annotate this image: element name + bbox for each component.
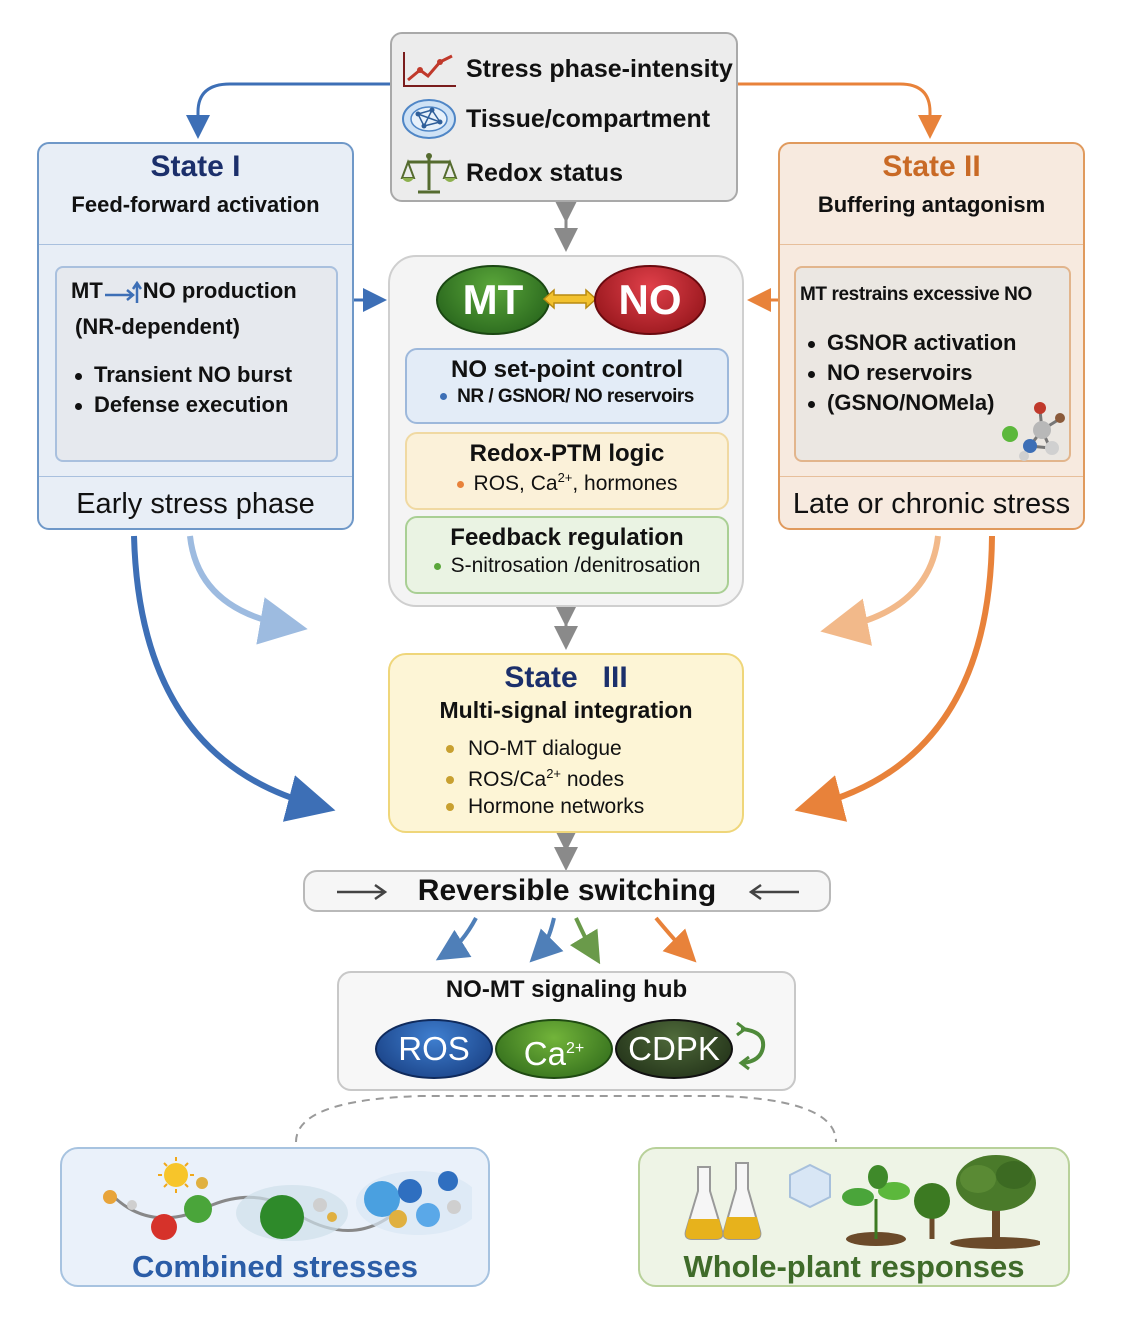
seedling-icon bbox=[842, 1165, 910, 1246]
state2-bullet-1: GSNOR activation bbox=[808, 330, 1016, 356]
no-oval: NO bbox=[594, 265, 706, 335]
line-chart-icon bbox=[403, 52, 456, 87]
flask-icon bbox=[684, 1162, 762, 1240]
setpoint-title: NO set-point control bbox=[451, 356, 683, 383]
arrow-left-icon bbox=[748, 883, 799, 901]
balance-scale-icon bbox=[400, 153, 458, 194]
molecular-network-illustration bbox=[103, 1157, 472, 1241]
state1-divider-top bbox=[39, 244, 352, 245]
feedback-title: Feedback regulation bbox=[450, 524, 684, 551]
state1-divider-bottom bbox=[39, 476, 352, 477]
state1-subtitle: Feed-forward activation bbox=[71, 192, 320, 217]
state1-title: State I bbox=[150, 150, 241, 183]
arrow-switch-hub-3 bbox=[569, 917, 601, 965]
context-label-tissue: Tissue/compartment bbox=[466, 104, 711, 133]
state2-subtitle: Buffering antagonism bbox=[817, 192, 1046, 217]
state3-item-1: NO-MT dialogue bbox=[446, 737, 622, 761]
arrow-switch-hub-2 bbox=[529, 917, 564, 963]
bidirectional-arrow-icon bbox=[542, 288, 598, 310]
whole-plant-label: Whole-plant responses bbox=[683, 1249, 1025, 1284]
state1-bullet-1: Transient NO burst bbox=[75, 362, 292, 388]
context-item-redox: Redox status bbox=[400, 150, 623, 196]
whole-plant-box: Whole-plant responses bbox=[638, 1147, 1070, 1287]
state2-footer: Late or chronic stress bbox=[792, 488, 1071, 520]
hub-title: NO-MT signaling hub bbox=[445, 976, 688, 1003]
plant-illustration bbox=[684, 1155, 1040, 1249]
feedback-text: S-nitrosation /denitrosation bbox=[407, 554, 727, 578]
center-box-feedback: Feedback regulation S-nitrosation /denit… bbox=[405, 516, 729, 594]
arrow-state2-to-center-light bbox=[820, 535, 941, 646]
state2-inner-box: MT restrains excessive NO GSNOR activati… bbox=[794, 266, 1071, 462]
sun-icon bbox=[158, 1157, 194, 1193]
state2-divider-bottom bbox=[780, 476, 1083, 477]
center-box-redox: Redox-PTM logic ROS, Ca2+, hormones bbox=[405, 432, 729, 510]
setpoint-text: NR / GSNOR/ NO reservoirs bbox=[407, 386, 727, 408]
state2-box: State II Buffering antagonism MT restrai… bbox=[778, 142, 1085, 530]
context-box: Stress phase-intensity Tissue/compartmen… bbox=[390, 32, 738, 202]
context-label-redox: Redox status bbox=[466, 158, 623, 187]
arrow-state1-to-center-light bbox=[187, 535, 308, 645]
context-item-stress: Stress phase-intensity bbox=[400, 48, 733, 90]
dashed-hub-connector bbox=[295, 1095, 837, 1143]
state1-line2: (NR-dependent) bbox=[75, 314, 240, 339]
ros-pill: ROS bbox=[375, 1019, 493, 1079]
center-box-setpoint: NO set-point control NR / GSNOR/ NO rese… bbox=[405, 348, 729, 424]
cdpk-pill: CDPK bbox=[615, 1019, 733, 1079]
redox-title: Redox-PTM logic bbox=[469, 440, 665, 467]
context-item-tissue: Tissue/compartment bbox=[400, 98, 710, 140]
state1-no-production: NO production bbox=[142, 278, 297, 303]
cycle-arrow-icon bbox=[736, 1021, 766, 1071]
arrow-up-icon bbox=[104, 280, 142, 304]
ca-pill: Ca2+ bbox=[495, 1019, 613, 1079]
state3-title: State III bbox=[504, 661, 628, 694]
state2-line1: MT restrains excessive NO bbox=[800, 284, 1032, 305]
redox-text: ROS, Ca2+, hormones bbox=[407, 470, 727, 496]
state2-divider-top bbox=[780, 244, 1083, 245]
arrow-context-to-state1 bbox=[186, 82, 390, 139]
context-label-stress: Stress phase-intensity bbox=[466, 54, 733, 83]
state1-mt-label: MT bbox=[71, 278, 103, 303]
combined-stresses-label: Combined stresses bbox=[132, 1249, 418, 1284]
arrow-switch-hub-4 bbox=[654, 916, 697, 963]
switching-label: Reversible switching bbox=[417, 874, 717, 907]
state1-footer: Early stress phase bbox=[76, 488, 315, 520]
state3-subtitle: Multi-signal integration bbox=[439, 697, 693, 723]
combined-stresses-box: Combined stresses bbox=[60, 1147, 490, 1287]
tree-icon bbox=[914, 1155, 1040, 1249]
signaling-hub-box: NO-MT signaling hub ROS Ca2+ CDPK bbox=[337, 971, 796, 1091]
state1-inner-box: MT NO production (NR-dependent) Transient… bbox=[55, 266, 338, 462]
state1-line1: MT NO production bbox=[71, 278, 297, 304]
arrow-context-to-state2 bbox=[738, 82, 942, 139]
state1-bullet-2: Defense execution bbox=[75, 392, 288, 418]
state2-title: State II bbox=[882, 150, 981, 183]
arrow-switch-hub-1 bbox=[435, 917, 478, 961]
arrow-state2-to-state3 bbox=[794, 535, 995, 822]
arrow-right-icon bbox=[337, 883, 388, 901]
reversible-switching-bar: Reversible switching bbox=[303, 870, 831, 912]
cell-network-icon bbox=[402, 99, 456, 139]
arrow-state1-to-state3 bbox=[131, 535, 336, 822]
state3-item-3: Hormone networks bbox=[446, 795, 644, 819]
hexagon-icon bbox=[789, 1163, 831, 1209]
state1-box: State I Feed-forward activation MT NO pro… bbox=[37, 142, 354, 530]
molecule-icon bbox=[1002, 402, 1065, 461]
state2-bullet-3: (GSNO/NOMela) bbox=[808, 390, 994, 416]
state3-item-2: ROS/Ca2+ nodes bbox=[446, 766, 624, 792]
mt-oval: MT bbox=[436, 265, 550, 335]
state2-bullet-2: NO reservoirs bbox=[808, 360, 973, 386]
state3-box: State III Multi-signal integration NO-MT… bbox=[388, 653, 744, 833]
